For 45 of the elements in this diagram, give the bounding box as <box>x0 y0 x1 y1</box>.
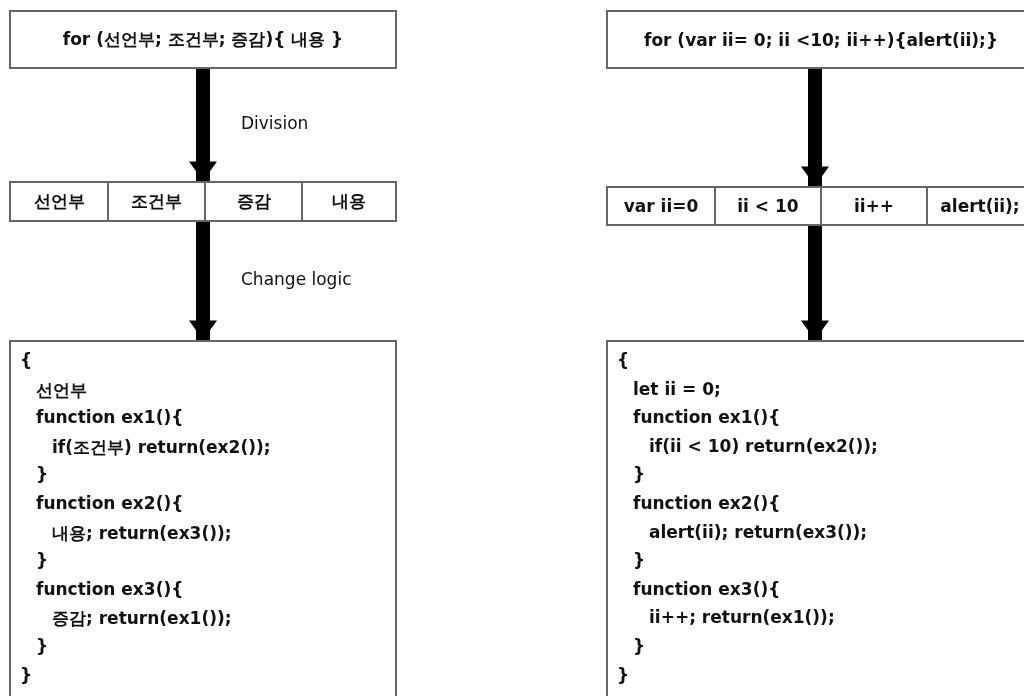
edge-label: Change logic <box>241 269 352 289</box>
code-box <box>606 340 1024 696</box>
statement-box <box>606 10 1024 69</box>
code-line: } <box>20 664 33 685</box>
code-line: function ex3(){ <box>36 578 184 599</box>
block-arrow <box>189 222 217 340</box>
code-line: function ex2(){ <box>633 493 781 513</box>
code-line: if(ii < 10) return(ex2()); <box>649 435 878 456</box>
code-line: alert(ii); return(ex3()); <box>649 521 868 542</box>
split-row <box>9 181 397 222</box>
code-box <box>9 340 397 696</box>
code-line: } <box>633 464 646 485</box>
code-line: 내용; return(ex3()); <box>52 521 232 545</box>
code-line: } <box>36 464 49 485</box>
code-line: function ex1(){ <box>633 407 781 428</box>
code-line: 선언부 <box>36 378 87 402</box>
cell-text: ii++ <box>853 196 895 216</box>
block-arrow <box>801 69 829 186</box>
block-arrow <box>801 226 829 340</box>
cell-text: 내용 <box>332 190 366 213</box>
code-line: let ii = 0; <box>633 378 721 399</box>
code-line: function ex2(){ <box>36 493 184 513</box>
code-line: { <box>617 350 630 370</box>
cell-text: 증감 <box>236 190 271 213</box>
cell-text: alert(ii); <box>940 196 1020 216</box>
code-line: ii++; return(ex1()); <box>649 607 835 628</box>
code-line: } <box>36 550 49 571</box>
statement-box <box>9 10 397 69</box>
code-line: function ex3(){ <box>633 578 781 599</box>
cell-text: var ii=0 <box>623 196 699 216</box>
code-line: if(조건부) return(ex2()); <box>52 435 271 459</box>
split-row <box>606 186 1024 226</box>
code-line: } <box>617 664 630 685</box>
code-line: { <box>20 350 33 370</box>
code-line: } <box>633 550 646 571</box>
code-line: } <box>633 636 646 656</box>
block-arrow <box>189 69 217 181</box>
statement-text: for (var ii= 0; ii <10; ii++){alert(ii);} <box>644 29 998 50</box>
code-line: function ex1(){ <box>36 407 184 428</box>
cell-text: 선언부 <box>33 190 85 213</box>
code-line: 증감; return(ex1()); <box>52 607 232 631</box>
code-line: } <box>36 636 49 656</box>
statement-text: for (선언부; 조건부; 증감){ 내용 } <box>62 28 344 51</box>
cell-text: 조건부 <box>131 190 182 213</box>
cell-text: ii < 10 <box>737 196 799 216</box>
